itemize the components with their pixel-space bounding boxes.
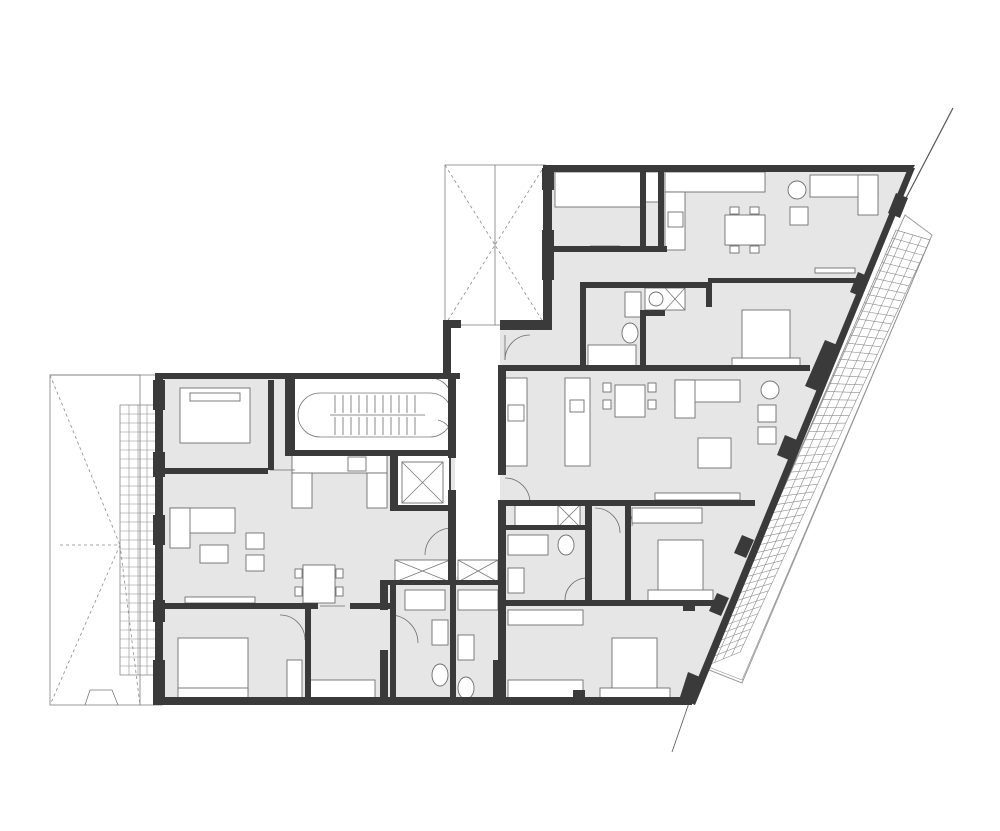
walls [153, 165, 915, 705]
furniture [169, 171, 879, 700]
toilet [557, 534, 575, 556]
stair-core [291, 327, 500, 583]
kitchen-counter [291, 454, 388, 474]
coffee-table [199, 544, 229, 564]
bed [657, 539, 704, 596]
floor-areas [162, 167, 912, 700]
right-balcony [703, 214, 933, 684]
site-boundary-lines [671, 107, 954, 753]
dining-table [302, 564, 336, 604]
dining-table [614, 384, 646, 418]
kitchen-island [564, 377, 591, 467]
left-planter-grid [119, 404, 157, 676]
dining-table [724, 214, 766, 246]
kitchen-counter [504, 377, 528, 467]
toilet [621, 322, 639, 344]
upper-terrace [444, 164, 546, 326]
bed [741, 309, 791, 363]
toilet [431, 663, 449, 687]
toilet [457, 676, 475, 700]
bed [177, 637, 249, 694]
bed [554, 171, 644, 208]
kitchen-counter [664, 171, 766, 193]
coffee-table [697, 437, 732, 469]
bed [611, 637, 658, 694]
